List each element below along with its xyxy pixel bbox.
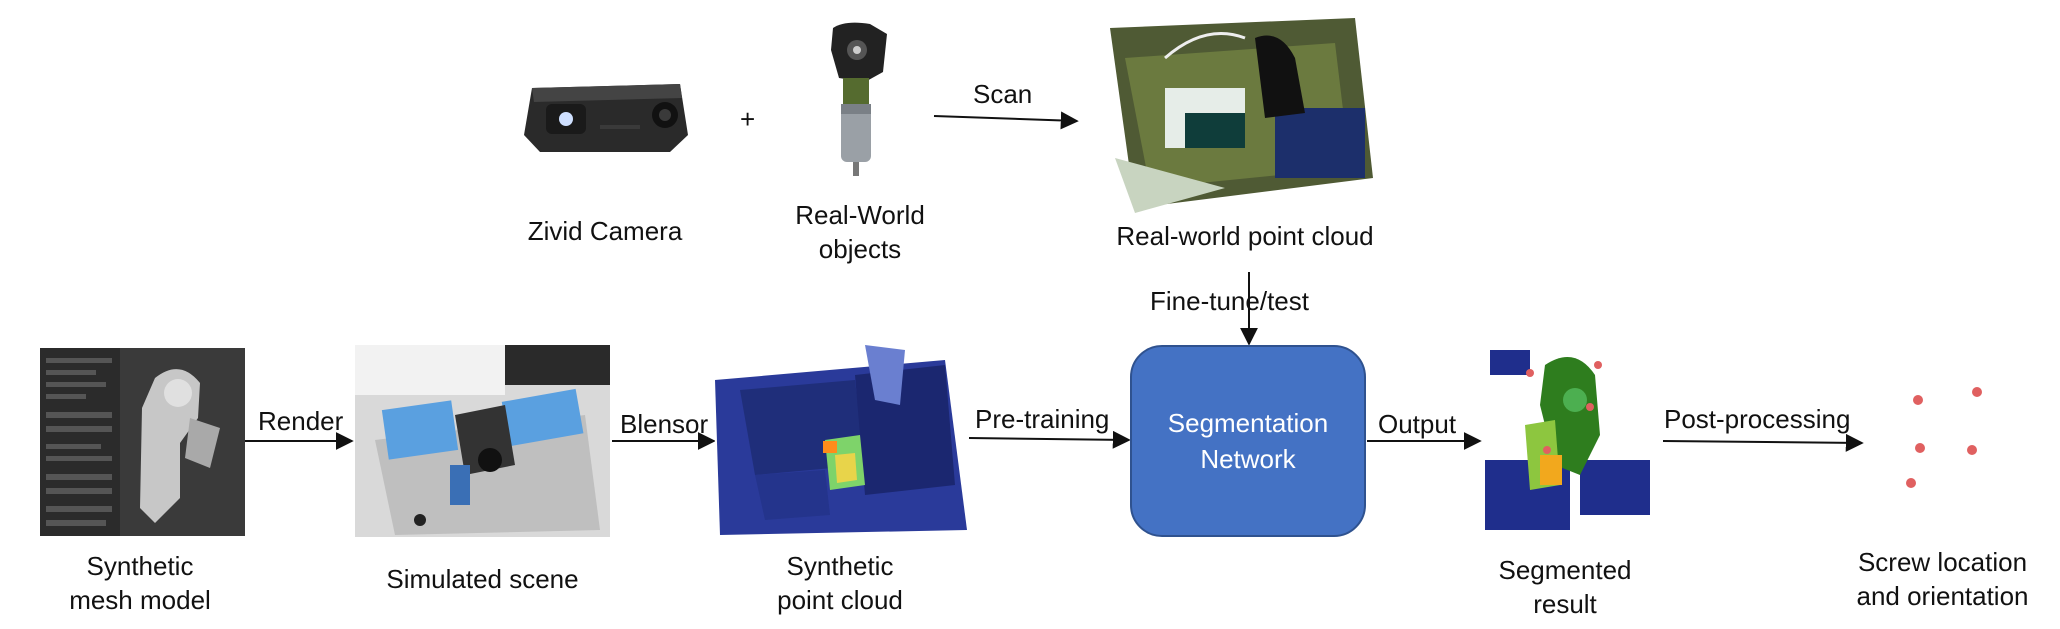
arrow-scan — [933, 111, 1079, 130]
edge-label-finetune: Fine-tune/test — [1150, 286, 1309, 316]
screw-label-line2: and orientation — [1856, 581, 2029, 611]
edge-label-blensor: Blensor — [620, 409, 709, 439]
objects-label-line2: objects — [818, 234, 902, 264]
segmented-result-image — [1485, 345, 1660, 537]
network-label-line1: Segmentation — [1167, 408, 1329, 438]
real-world-objects-image — [831, 22, 887, 176]
mesh-label-line2: mesh model — [69, 585, 211, 615]
synthetic-mesh-model-image — [40, 348, 245, 536]
edge-label-scan: Scan — [973, 79, 1033, 109]
edge-label-render: Render — [258, 406, 344, 436]
synthetic-point-cloud-image — [715, 345, 967, 537]
screw-location-label: Screw location and orientation — [1835, 545, 2050, 613]
simulated-scene-label: Simulated scene — [386, 564, 579, 594]
synth-cloud-label-line1: Synthetic — [786, 551, 894, 581]
zivid-camera-label: Zivid Camera — [527, 216, 683, 246]
network-label-line2: Network — [1200, 444, 1296, 474]
synthetic-point-cloud-label: Synthetic point cloud — [740, 549, 940, 617]
screw-label-line1: Screw location — [1857, 547, 2028, 577]
edge-label-output: Output — [1378, 409, 1457, 439]
edge-label-pretraining: Pre-training — [975, 404, 1110, 434]
segmentation-network-node: Segmentation Network — [1130, 345, 1366, 537]
arrow-postprocessing — [1662, 433, 1864, 452]
segmented-label-line2: result — [1533, 589, 1597, 619]
segmented-result-label: Segmented result — [1480, 553, 1650, 621]
screw-location-image — [1906, 387, 1982, 488]
real-world-point-cloud-image — [1105, 18, 1380, 218]
simulated-scene-image — [355, 345, 610, 537]
real-world-point-cloud-label: Real-world point cloud — [1116, 221, 1374, 251]
objects-label-line1: Real-World — [795, 200, 925, 230]
synth-cloud-label-line2: point cloud — [777, 585, 903, 615]
real-world-objects-label: Real-World objects — [760, 198, 960, 266]
mesh-label-line1: Synthetic — [86, 551, 194, 581]
plus-sign: + — [740, 104, 756, 134]
arrow-pretraining — [968, 430, 1131, 449]
edge-label-postprocessing: Post-processing — [1664, 404, 1851, 434]
zivid-camera-image — [524, 84, 688, 152]
synthetic-mesh-model-label: Synthetic mesh model — [40, 549, 240, 617]
segmented-label-line1: Segmented — [1498, 555, 1632, 585]
